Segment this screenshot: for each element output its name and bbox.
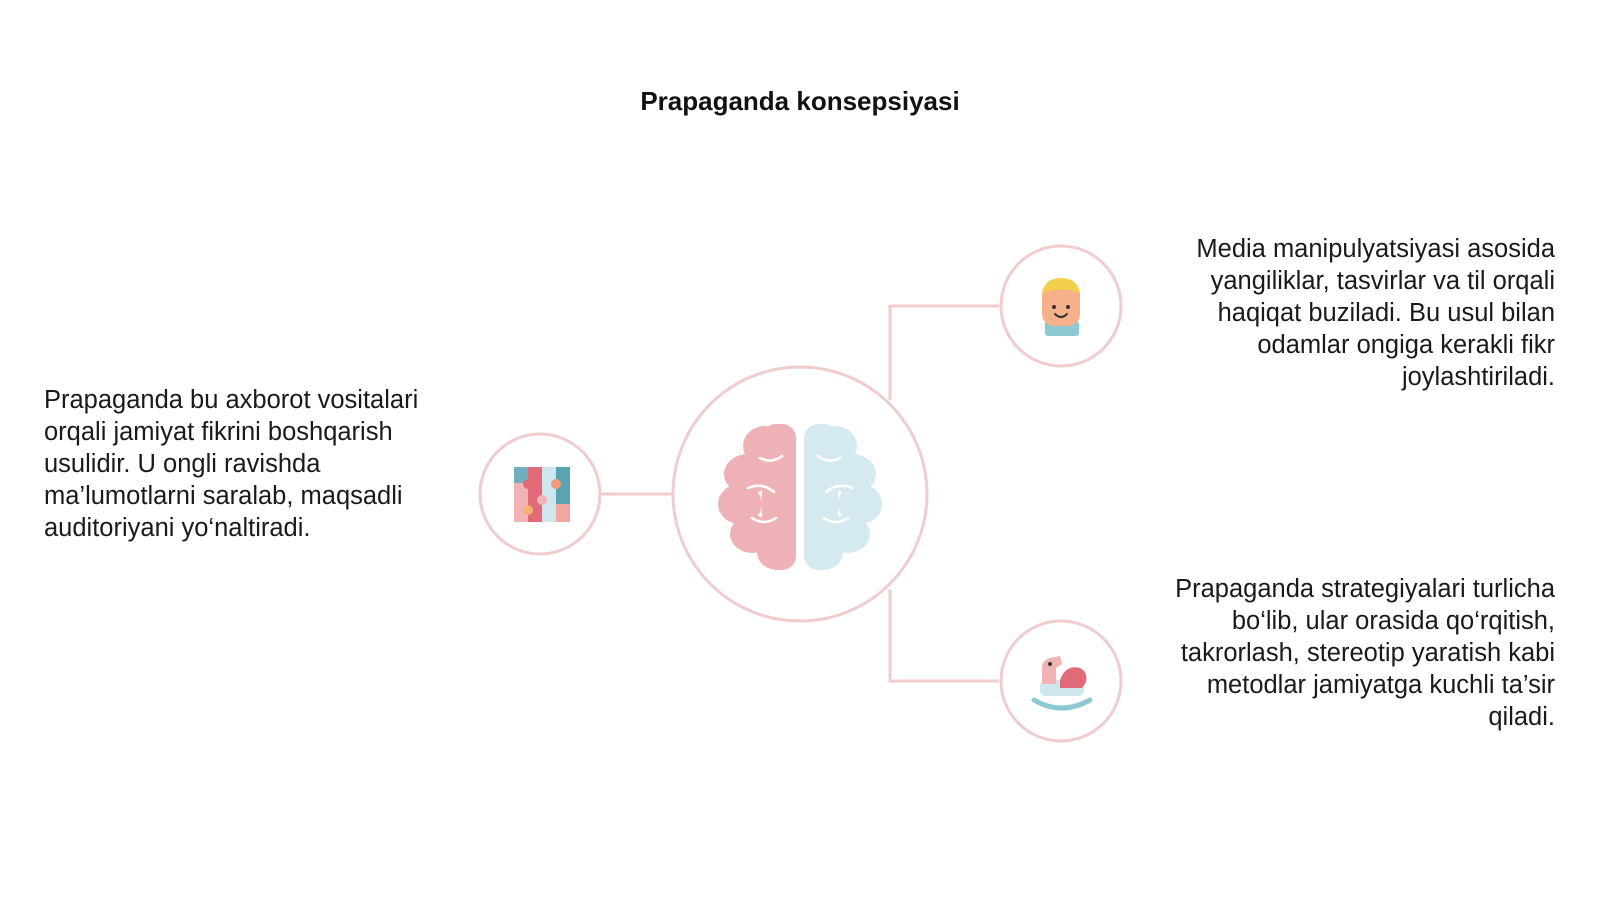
brain-icon — [718, 424, 882, 570]
connector-top-right — [888, 304, 999, 400]
text-block-top-right: Media manipulyatsiyasi asosida yangilikl… — [1196, 235, 1555, 391]
rocking-horse-icon — [1031, 656, 1093, 711]
page-title: Prapaganda konsepsiyasi — [640, 86, 960, 116]
child-face-icon — [1042, 278, 1080, 336]
connector-bottom-right — [888, 589, 999, 683]
text-block-bottom-right: Prapaganda strategiyalari turlicha bo‘li… — [1175, 575, 1555, 731]
text-block-left: Prapaganda bu axborot vositalari orqali … — [44, 386, 419, 542]
connectors — [601, 304, 999, 683]
puzzle-icon — [514, 467, 570, 522]
center-circle — [671, 365, 929, 623]
